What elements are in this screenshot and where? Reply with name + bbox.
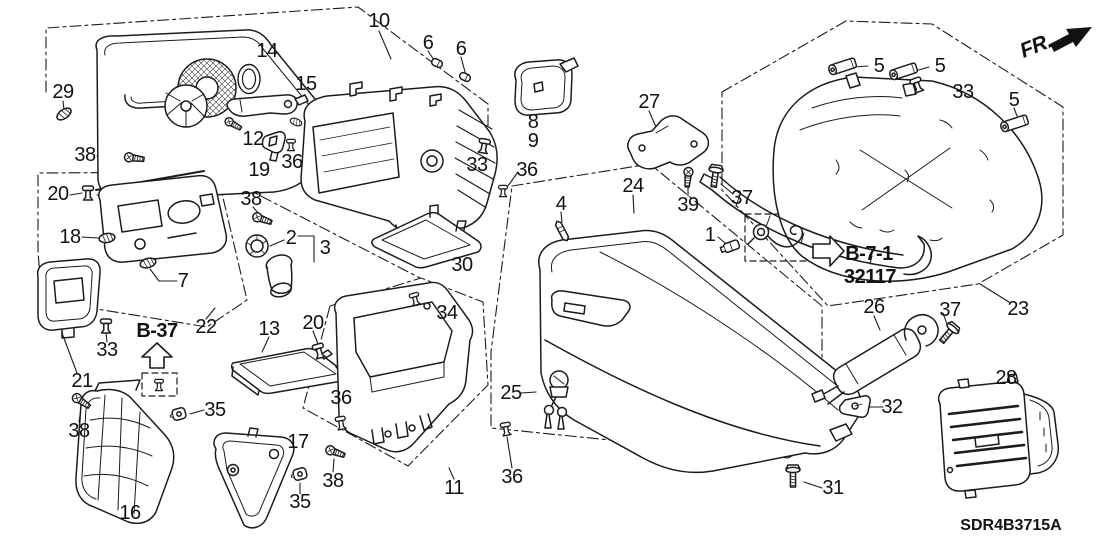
cushion-clip-icon [429, 56, 445, 70]
clip-icon [154, 378, 164, 392]
trim-pin-drawing [554, 220, 570, 242]
b71-arrow [812, 235, 845, 267]
harness-drawing [747, 223, 804, 248]
clip-washer [423, 302, 431, 310]
boundary-center-panel-group [302, 277, 489, 467]
screw-icon [250, 210, 274, 228]
side-cover-drawing [213, 427, 295, 529]
bracket-clip-drawing [838, 395, 871, 418]
bulb-socket-drawing [719, 239, 741, 254]
screw-grommet-icon [289, 466, 309, 483]
snap-ring-drawing [237, 63, 261, 95]
b37-clip-box [141, 372, 178, 397]
hinge-bracket-drawing [627, 115, 710, 170]
storage-pocket-lid-drawing [95, 29, 345, 200]
folding-tray-drawing [230, 347, 349, 396]
bolt-icon [935, 319, 962, 347]
spacer-clip-icon [998, 113, 1030, 134]
screw-grommet-icon [168, 406, 188, 423]
glovebox-lid-drawing [371, 204, 482, 269]
insulator-panel-drawing [699, 72, 1043, 282]
fr-arrow [1050, 27, 1092, 52]
pocket-bracket-drawing [226, 94, 309, 117]
instrument-pocket-drawing [300, 81, 498, 239]
center-lower-panel-drawing [333, 281, 474, 453]
power-socket-drawing [245, 234, 293, 298]
side-trim-drawing [36, 258, 101, 339]
console-tray-drawing [95, 170, 228, 263]
boundary-pocket-group [45, 6, 489, 169]
kick-panel-drawing [75, 379, 175, 524]
damper-drawing [811, 314, 939, 405]
clip-icon [81, 185, 95, 201]
grommet-icon [54, 104, 74, 124]
clip-icon [99, 318, 113, 334]
screw-icon [323, 443, 347, 461]
bolt-icon [785, 464, 801, 488]
glovebox-drawing [538, 149, 863, 474]
spacer-clip-icon [826, 56, 858, 77]
screw-icon [681, 166, 695, 189]
b37-arrow [141, 342, 173, 369]
latch-drawing [261, 131, 286, 162]
clip-icon [498, 184, 508, 198]
spacer-clip-icon [887, 61, 919, 82]
air-vent-drawing [937, 373, 1060, 499]
cushion-clip-icon [457, 70, 473, 84]
glovebox-lock-drawing [543, 370, 569, 430]
corner-cover-drawing [514, 57, 579, 116]
fasteners [54, 56, 1030, 488]
